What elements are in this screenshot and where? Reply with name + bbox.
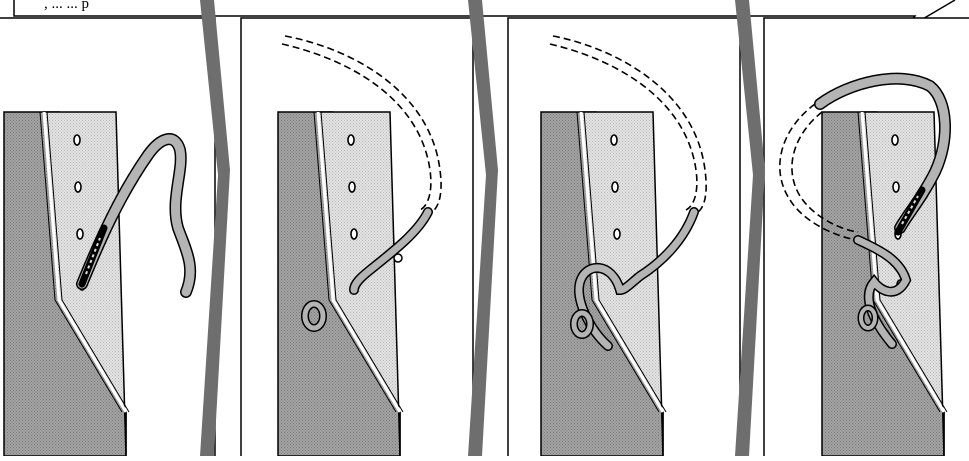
dashed-thread-4 — [779, 103, 859, 241]
caption-fragment: , ... ... p — [44, 0, 89, 12]
garment-2 — [276, 110, 405, 458]
panel-2 — [276, 35, 442, 458]
dashed-thread-2 — [284, 35, 442, 215]
dashed-thread-3 — [552, 35, 707, 215]
panel-3 — [539, 35, 707, 458]
panel-1 — [2, 110, 197, 458]
garment-1 — [2, 110, 131, 458]
garment-3 — [539, 110, 668, 458]
panel-4 — [779, 72, 951, 458]
garment-4 — [820, 110, 949, 458]
